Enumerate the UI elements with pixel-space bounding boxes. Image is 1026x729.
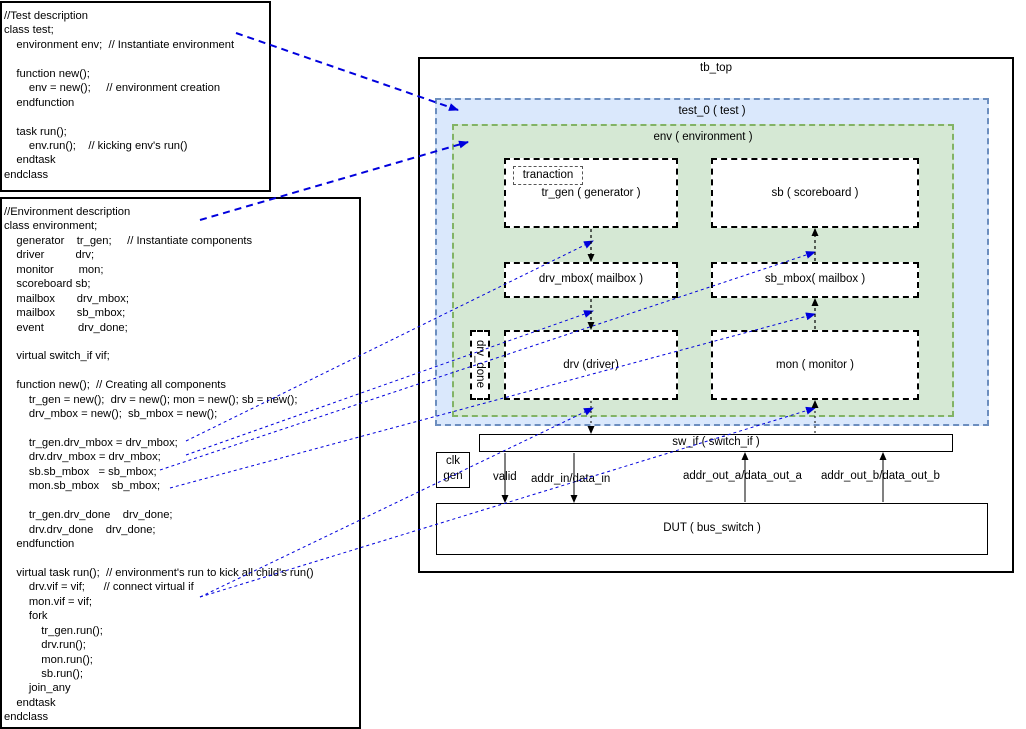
code-line: endfunction: [4, 96, 75, 109]
code-line: endtask: [4, 696, 56, 709]
generator-label: tr_gen ( generator ): [541, 187, 641, 199]
code-line: //Environment description: [4, 206, 131, 218]
code-line: class test;: [4, 24, 54, 37]
code-line: mon.run();: [4, 653, 93, 666]
code-line: mailbox sb_mbox;: [4, 307, 126, 320]
code-line: event drv_done;: [4, 321, 128, 334]
code-line: task run();: [4, 125, 67, 138]
clkgen-box: [436, 452, 470, 488]
arrow-test-to-test0: [235, 32, 459, 111]
code-line: fork: [4, 610, 48, 623]
transaction-label: tranaction: [522, 169, 574, 181]
clkgen-label-line2: gen: [443, 470, 463, 482]
code-line: sb.run();: [4, 668, 83, 680]
code-line: tr_gen.drv_mbox = drv_mbox;: [4, 437, 178, 449]
code-line: endclass: [4, 168, 49, 181]
code-line: tr_gen.run();: [4, 624, 103, 637]
code-line: sb.sb_mbox = sb_mbox;: [4, 465, 157, 478]
environment-class-code-block: //Environment description class environme…: [0, 197, 361, 729]
driver-box: [504, 330, 678, 400]
code-line: tr_gen.drv_done drv_done;: [4, 509, 173, 522]
monitor-box: [711, 330, 919, 400]
code-line: endfunction: [4, 538, 75, 551]
code-line: mon.vif = vif;: [4, 595, 92, 608]
dut-label: DUT ( bus_switch ): [663, 522, 761, 534]
scoreboard-box: [711, 158, 919, 228]
code-line: driver drv;: [4, 249, 95, 262]
switch-if-box: [479, 434, 953, 452]
code-line: drv.vif = vif; // connect virtual if: [4, 581, 194, 594]
sb-mbox-box: [711, 262, 919, 298]
drv-mbox-box: [504, 262, 678, 298]
arrow-env-to-env0: [199, 140, 469, 221]
dut-box: [436, 503, 988, 555]
transaction-tag: [513, 166, 583, 185]
arrow-trgen-drvmbox: [185, 240, 594, 442]
signal-addr-out-b-label: addr_out_b/data_out_b: [821, 470, 940, 482]
environment-code-lines: //Environment description class environme…: [4, 205, 359, 725]
code-line: virtual task run(); // environment's run…: [4, 566, 314, 579]
driver-label: drv (driver): [563, 359, 619, 371]
code-line: env.run(); // kicking env's run(): [4, 139, 188, 152]
code-line: mailbox drv_mbox;: [4, 292, 129, 305]
code-line: drv.run();: [4, 639, 86, 652]
sb-mbox-label: sb_mbox( mailbox ): [764, 273, 866, 285]
code-line: function new(); // Creating all componen…: [4, 379, 226, 392]
env-label: env ( environment ): [653, 131, 753, 143]
arrow-vif-drv: [199, 407, 594, 598]
test-class-code-block: //Test description class test; environmen…: [0, 1, 271, 192]
code-line: monitor mon;: [4, 263, 104, 276]
code-line: drv.drv_done drv_done;: [4, 523, 156, 536]
code-line: drv.drv_mbox = drv_mbox;: [4, 451, 161, 464]
drv-done-box: [470, 330, 490, 400]
arrow-drv-drvmbox: [185, 310, 594, 456]
arrow-vif-mon: [199, 406, 816, 598]
monitor-label: mon ( monitor ): [776, 359, 854, 371]
scoreboard-label: sb ( scoreboard ): [771, 187, 859, 199]
signal-addr-in-label: addr_in/data_in: [531, 473, 611, 485]
code-line: env = new(); // environment creation: [4, 82, 221, 95]
code-line: scoreboard sb;: [4, 278, 91, 291]
code-line: virtual switch_if vif;: [4, 350, 110, 363]
code-line: class environment;: [4, 220, 98, 233]
code-line: endtask: [4, 154, 56, 167]
tb-top-label: tb_top: [700, 62, 732, 74]
signal-addr-out-a-label: addr_out_a/data_out_a: [683, 470, 802, 482]
code-line: drv_mbox = new(); sb_mbox = new();: [4, 408, 218, 421]
clkgen-label-line1: clk: [445, 455, 461, 467]
test-code-lines: //Test description class test; environmen…: [4, 9, 269, 182]
code-line: endclass: [4, 711, 49, 724]
arrow-sb-sbmbox: [159, 251, 816, 471]
code-line: generator tr_gen; // Instantiate compone…: [4, 234, 253, 247]
drv-mbox-label: drv_mbox( mailbox ): [538, 273, 644, 285]
test-label: test_0 ( test ): [678, 105, 746, 117]
code-line: join_any: [4, 682, 71, 695]
code-line: mon.sb_mbox sb_mbox;: [4, 480, 161, 493]
code-line: environment env; // Instantiate environm…: [4, 38, 235, 51]
code-line: function new();: [4, 67, 90, 80]
code-line: tr_gen = new(); drv = new(); mon = new()…: [4, 393, 298, 406]
code-line: //Test description: [4, 10, 88, 22]
